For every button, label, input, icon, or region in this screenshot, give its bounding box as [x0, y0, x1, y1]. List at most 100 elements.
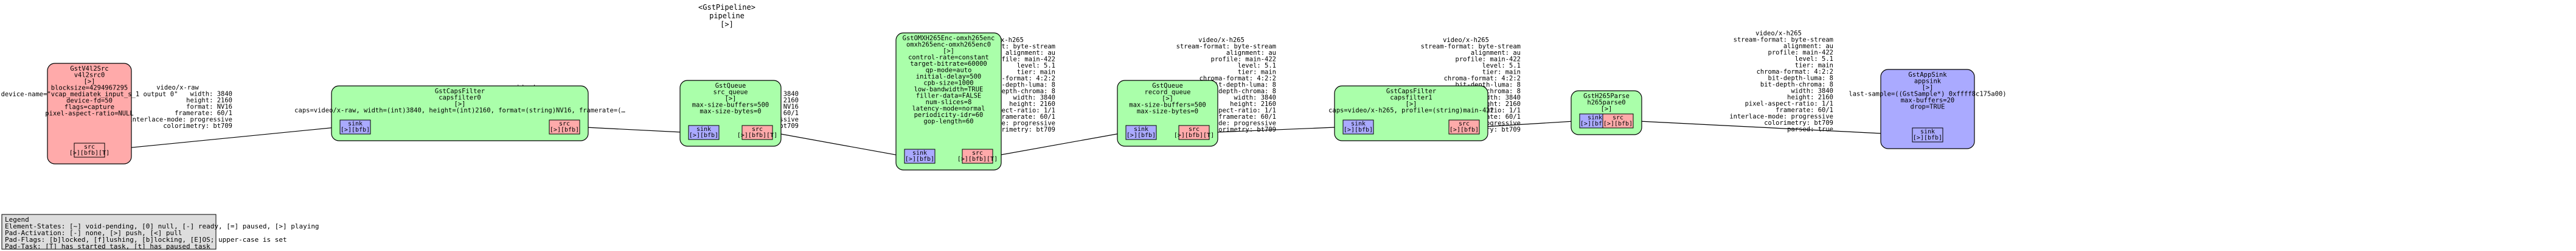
element-label-line: GstH265Parse: [1583, 93, 1630, 100]
src-pad[interactable]: src[>][bfb]: [1602, 113, 1634, 129]
src-pad[interactable]: src[>][bfb][T]: [69, 143, 109, 158]
element-label-line: capsfilter0: [439, 94, 481, 102]
caps-field: bit-depth-luma: 8: [1768, 75, 1833, 82]
element-label-line: [>]: [725, 95, 737, 102]
element-box: [1880, 69, 1975, 149]
element-label-line: omxh265enc-omxh265enc0: [906, 41, 991, 49]
pad-label-line: [>][bfb]: [1449, 127, 1479, 133]
src-pad[interactable]: src[>][bfb]: [1448, 119, 1480, 135]
caps-field: framerate: 60/1: [998, 113, 1055, 121]
pad-label-line: [>][bfb][T]: [69, 150, 109, 157]
pad-box: [1602, 113, 1634, 129]
pipeline-title: <GstPipeline>pipeline[>]: [698, 3, 755, 29]
element-label-line: periodicity-idr=60: [914, 111, 984, 119]
element-label-line: capsfilter1: [1390, 94, 1432, 102]
caps-media-type: video/x-h265: [1198, 37, 1245, 44]
element-label-line: pixel-aspect-ratio=NULL: [45, 110, 133, 118]
pad-label-line: src: [84, 144, 95, 150]
element-srcqueue[interactable]: GstQueuesrc_queue[>]max-size-buffers=500…: [679, 80, 782, 147]
elements: GstV4l2Srcv4l2src0[>]blocksize=429496729…: [1, 32, 2007, 171]
caps-field: bit-depth-chroma: 8: [1760, 81, 1833, 88]
element-label-line: filler-data=FALSE: [916, 93, 981, 100]
element-label-line: GstCapsFilter: [1386, 88, 1436, 95]
pipeline-title-line: pipeline: [709, 12, 745, 20]
element-videosrc[interactable]: GstV4l2Srcv4l2src0[>]blocksize=429496729…: [1, 63, 178, 164]
element-label-line: device-name="vcap_mediatek_input_s_1 out…: [1, 91, 178, 98]
legend-line: Pad-Flags: [b]locked, [f]lushing, [b]loc…: [5, 236, 287, 244]
element-label-line: last-sample=((GstSample*) 0xffff8c175a00…: [1849, 91, 2006, 98]
sink-pad[interactable]: sink[>][bfb]: [1342, 119, 1374, 135]
sink-pad[interactable]: sink[>][bfb]: [1125, 125, 1157, 140]
caps-field: framerate: 60/1: [1218, 113, 1276, 121]
caps-field: level: 5.1: [1482, 62, 1521, 69]
sink-pad[interactable]: sink[>][bfb]: [339, 119, 371, 135]
element-recordqueue[interactable]: GstQueuerecord_queue[>]max-size-buffers=…: [1117, 80, 1218, 147]
caps-field: width: 3840: [1013, 94, 1055, 102]
caps-media-type: video/x-raw: [156, 84, 199, 91]
pad-box: [1342, 119, 1374, 135]
src-pad[interactable]: src[>][bfb][T]: [957, 149, 998, 164]
element-label-line: h265parse0: [1587, 99, 1625, 107]
sink-pad[interactable]: sink[>][bfb]: [1912, 127, 1943, 143]
caps-field: width: 3840: [1478, 94, 1521, 102]
pad-box: [1912, 127, 1943, 143]
element-label-line: blocksize=4294967295: [51, 85, 128, 92]
edge-arrow: [104, 125, 340, 151]
sink-pad[interactable]: sink[>][bfb]: [688, 125, 720, 140]
caps-field: height: 2160: [1230, 101, 1276, 108]
caps-field: interlace-mode: progressive: [1729, 113, 1833, 121]
element-encoder[interactable]: GstOMXH265Enc-omxh265encomxh265enc-omxh2…: [895, 32, 1002, 171]
element-label-line: max-size-buffers=500: [692, 102, 769, 109]
element-capsfilter1[interactable]: GstCapsFiltercapsfilter1[>]caps=video/x-…: [1328, 85, 1494, 141]
pad-label-line: [>][bfb][T]: [737, 132, 777, 139]
caps-field: stream-format: byte-stream: [1421, 43, 1521, 51]
element-label-line: [>]: [1601, 105, 1613, 113]
caps-field: width: 3840: [190, 91, 232, 98]
element-appsink[interactable]: GstAppSinkappsink[>]last-sample=((GstSam…: [1849, 69, 2007, 149]
pad-box: [1125, 125, 1157, 140]
element-label-line: num-slices=8: [926, 99, 972, 106]
element-parser[interactable]: GstH265Parseh265parse0[>]sink[>][bfb]src…: [1571, 90, 1642, 135]
element-label-line: target-bitrate=60000: [910, 60, 987, 68]
element-label-line: max-size-buffers=500: [1129, 102, 1206, 109]
element-label-line: latency-mode=normal: [912, 105, 985, 113]
caps-field: colorimetry: bt709: [1764, 119, 1833, 127]
edge-arrow: [1633, 120, 1912, 138]
pad-label-line: sink: [912, 150, 927, 157]
edge-arrow: [1209, 124, 1343, 133]
caps-field: interlace-mode: progressive: [128, 116, 232, 124]
edge-arrow: [992, 131, 1126, 157]
pad-label-line: [>][bfb]: [550, 127, 579, 133]
pad-box: [1178, 125, 1210, 140]
legend-box: [1, 214, 217, 250]
src-pad[interactable]: src[>][bfb][T]: [1174, 125, 1214, 140]
src-pad[interactable]: src[>][bfb][T]: [737, 125, 777, 140]
caps-field: chroma-format: 4:2:2: [1199, 75, 1276, 82]
caps-field: chroma-format: 4:2:2: [1444, 75, 1521, 82]
element-label-line: max-buffers=20: [1901, 97, 1955, 104]
sink-pad[interactable]: sink[>][bfb]: [904, 149, 936, 164]
element-label-line: record_queue: [1145, 89, 1191, 96]
caps-field: bit-depth-luma: 8: [990, 82, 1055, 89]
element-label-line: cpb-size=1000: [923, 80, 973, 87]
pad-box: [741, 125, 773, 140]
pad-box: [688, 125, 720, 140]
src-pad[interactable]: src[>][bfb]: [549, 119, 580, 135]
pad-label-line: [>][bfb]: [1580, 121, 1609, 127]
element-label-line: max-size-bytes=0: [1137, 108, 1198, 115]
element-label-line: appsink: [1914, 78, 1942, 85]
element-capsfilter0[interactable]: GstCapsFiltercapsfilter0[>]caps=video/x-…: [294, 85, 625, 141]
element-label-line: [>]: [84, 78, 95, 85]
caps-field: format: NV16: [186, 104, 232, 111]
pad-label-line: sink: [1134, 126, 1148, 133]
caps-field: framerate: 60/1: [1776, 107, 1833, 114]
caps-field: profile: main-422: [1768, 49, 1833, 57]
pad-label-line: src: [559, 121, 570, 127]
pad-label-line: [>][bfb]: [1344, 127, 1373, 133]
element-label-line: caps=video/x-h265, profile=(string)main-…: [1328, 107, 1494, 115]
element-label-line: v4l2src0: [74, 72, 105, 79]
element-label-line: GstAppSink: [1908, 71, 1947, 79]
